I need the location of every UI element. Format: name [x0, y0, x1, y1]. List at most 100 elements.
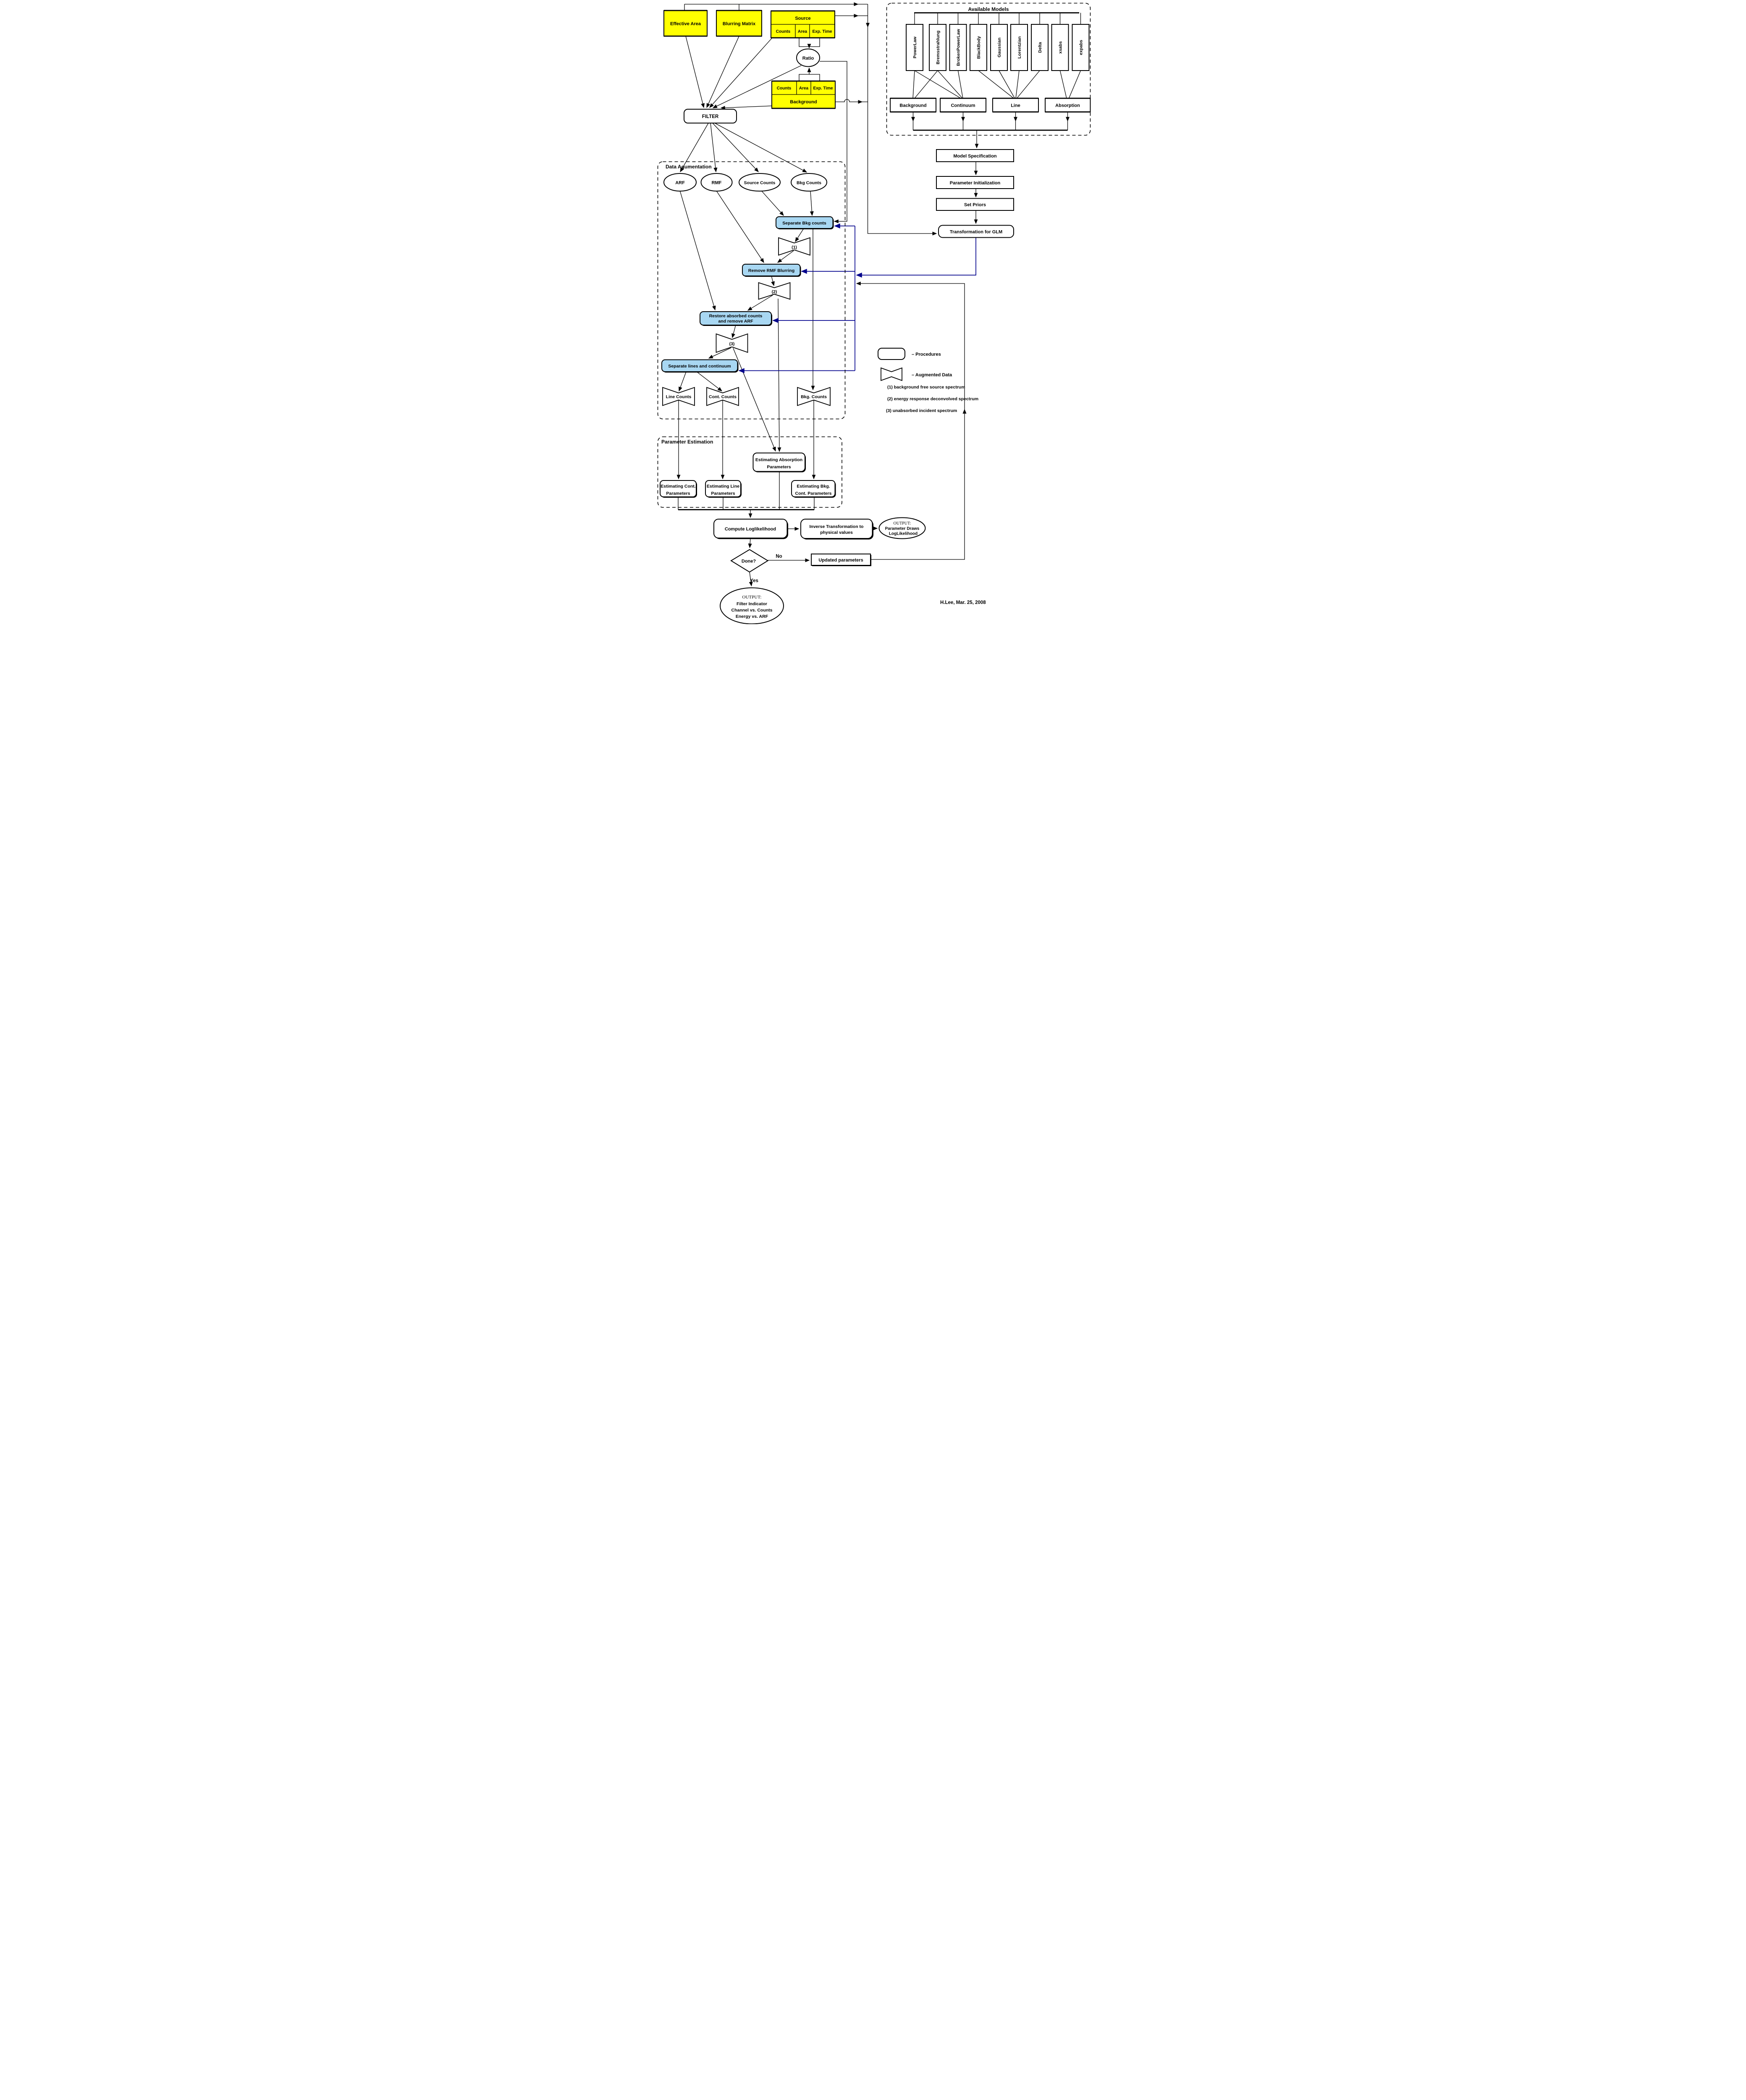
output-final-label-2: Channel vs. Counts: [731, 608, 772, 613]
no-branch-label: No: [776, 554, 782, 559]
data-augmentation-region: [657, 161, 846, 420]
augmentation-ellipses: ARF RMF Source Counts Bkg Counts: [663, 173, 827, 192]
separate-lines-rect: [661, 359, 738, 372]
output-draws-node: OUTPUT: Parameter Draws LogLikelihood: [878, 517, 926, 539]
edge: [716, 191, 764, 263]
model-label: PowerLaw: [912, 36, 918, 58]
edge: [777, 298, 781, 452]
estimating-absorption-node: Estimating Absorption Parameters: [752, 452, 806, 472]
category-label: Line: [1011, 103, 1020, 108]
done-diamond: [730, 549, 769, 573]
edge: [1059, 70, 1067, 99]
compute-ll-label: Compute Loglikelihood: [725, 527, 776, 532]
edge: [720, 105, 773, 110]
filter-rect: [684, 109, 737, 123]
edge: [914, 70, 961, 99]
model-label: expabs: [1079, 40, 1084, 55]
model-label: Delta: [1038, 42, 1043, 53]
rmf-ellipse: [700, 173, 733, 192]
model-specification-node: Model Specification: [936, 149, 1014, 162]
model-boxes: PowerLaw Bremsstrahlung BrokenPowerLaw B…: [906, 24, 1090, 71]
bowtie2-shape: [758, 282, 791, 300]
separate-lines-node: Separate lines and continuum: [661, 359, 739, 373]
model-label: BlackBody: [976, 36, 981, 59]
model-box: [970, 24, 987, 71]
line-counts-bowtie: [662, 387, 695, 406]
edge: [710, 123, 718, 173]
background-area-cell: Area: [799, 86, 809, 91]
rmf-label: RMF: [712, 181, 722, 186]
bowtie1-label: (1): [792, 245, 797, 250]
edge: [820, 61, 847, 223]
edge: [679, 191, 716, 311]
inverse-label-2: physical values: [820, 530, 853, 535]
output-draws-heading: OUTPUT:: [894, 521, 911, 526]
accent: [664, 10, 707, 37]
model-box: [1072, 24, 1090, 71]
edge: [696, 371, 723, 391]
edge: [714, 123, 807, 173]
model-label: Gaussian: [997, 37, 1002, 57]
transformation-glm-rect: [938, 225, 1014, 238]
edge: [1016, 70, 1040, 99]
edge: [731, 325, 736, 339]
background-title: Background: [790, 100, 817, 105]
estimating-line-label-1: Estimating Line: [707, 484, 739, 489]
signature: H.Lee, Mar. 25, 2008: [940, 600, 986, 605]
bowtie3-label: (3): [729, 341, 735, 346]
estimating-absorption-label-2: Parameters: [767, 465, 791, 470]
estimating-bkg-label-2: Cont. Parameters: [795, 491, 832, 496]
estimating-line-node: Estimating Line Parameters: [705, 480, 742, 498]
separate-bkg-node: Separate Bkg counts: [776, 216, 834, 229]
model-box: [1031, 24, 1049, 71]
estimating-bkg-rect: [791, 480, 836, 497]
model-label: xsabs: [1058, 41, 1063, 54]
arf-label: ARF: [675, 181, 685, 186]
parameter-estimation-region: [657, 436, 842, 508]
compute-ll-rect: [713, 519, 788, 538]
inverse-label-1: Inverse Transformation to: [810, 524, 864, 529]
effective-area-label: Effective Area: [670, 21, 701, 26]
estimating-absorption-rect: [752, 452, 805, 472]
edge: [706, 36, 739, 108]
remove-rmf-node: Remove RMF Blurring: [742, 264, 801, 277]
edge: [748, 538, 752, 549]
edge: [870, 409, 967, 560]
parameter-estimation-label: Parameter Estimation: [661, 439, 713, 445]
accent: [771, 10, 835, 39]
accent: [1045, 97, 1091, 113]
remove-rmf-label: Remove RMF Blurring: [748, 268, 794, 273]
category-label: Continuum: [951, 103, 975, 108]
estimating-cont-node: Estimating Cont. Parameters: [660, 480, 697, 498]
separate-bkg-label: Separate Bkg counts: [782, 221, 826, 226]
edge: [835, 99, 863, 104]
estimating-line-rect: [705, 480, 741, 497]
available-models-title: Available Models: [968, 6, 1009, 12]
output-final-ellipse: [720, 587, 784, 624]
bowtie-1: (1): [778, 237, 810, 256]
output-final-label-1: Filter Indicator: [737, 601, 767, 606]
bowtie1-shape: [778, 237, 810, 256]
edges-feedback-blue: [738, 223, 976, 373]
ratio-label: Ratio: [802, 56, 814, 61]
background-dividers: [772, 81, 835, 95]
estimating-bkg-label-1: Estimating Bkg.: [797, 484, 830, 489]
model-box: [1010, 24, 1028, 71]
data-augmentation-label: Data Agumentation: [666, 164, 712, 170]
updated-parameters-rect: [811, 554, 871, 566]
source-counts-ellipse: [739, 173, 781, 192]
legend: – Procedures – Augmented Data (1) backgr…: [878, 348, 978, 413]
output-draws-label-2: LogLikelihood: [889, 532, 918, 536]
accent: [890, 97, 936, 113]
bowtie2-label: (2): [772, 289, 777, 294]
edge: [679, 371, 687, 392]
accent: [940, 97, 986, 113]
edge: [912, 70, 915, 99]
bowtie-3: (3): [716, 333, 748, 353]
edge: [1068, 70, 1081, 99]
edge: [749, 572, 753, 587]
source-dividers: [771, 24, 835, 38]
edge: [709, 38, 772, 108]
source-table: Source Counts Area Exp. Time: [771, 10, 835, 39]
accent: [716, 10, 762, 37]
